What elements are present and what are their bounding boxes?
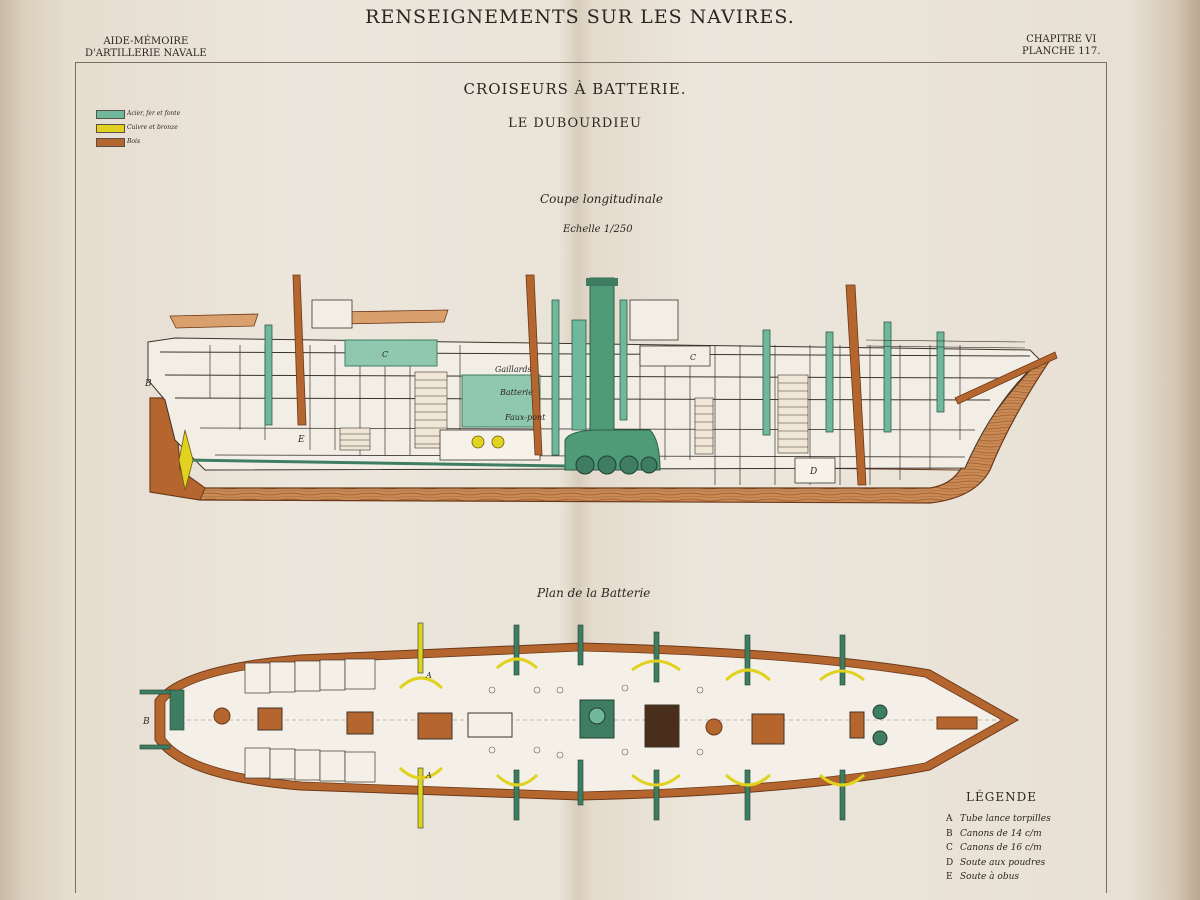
label-c-fore: C — [382, 350, 388, 359]
legend-key: D — [946, 857, 954, 868]
legend-item: E Soute à obus — [946, 870, 1051, 885]
legend-text: Canons de 16 c/m — [960, 843, 1042, 853]
longitudinal-section: D E B C C — [144, 274, 1058, 504]
legend-text: Canons de 14 c/m — [960, 828, 1042, 839]
deck-label-gaillards: Gaillards — [495, 365, 532, 374]
boat-aft — [169, 313, 259, 329]
legend-key: B — [946, 828, 953, 839]
gun-room-c-fore — [344, 339, 438, 367]
engine-wheels — [471, 435, 505, 449]
material-swatch-bronze — [96, 124, 125, 133]
main-title: RENSEIGNEMENTS SUR LES NAVIRES. — [365, 6, 795, 28]
label-b-plan: B — [142, 717, 150, 727]
material-swatch-steel — [96, 110, 125, 119]
boiler-machinery — [564, 277, 661, 475]
material-label-wood: Bois — [127, 138, 141, 145]
legend-item: C Canons de 16 c/m — [946, 841, 1051, 856]
legend-key: A — [946, 814, 953, 824]
material-swatch-wood — [96, 138, 125, 147]
bowsprit — [954, 351, 1058, 405]
bridge — [629, 299, 679, 341]
legend-text: Soute à obus — [960, 872, 1020, 882]
section-title-longitudinal: Coupe longitudinale — [540, 192, 663, 206]
guns-port — [417, 622, 846, 686]
header-left-line1: AIDE-MÉMOIRE — [103, 36, 189, 47]
propeller — [178, 429, 194, 491]
label-a-plan-top: A — [425, 671, 432, 680]
label-c-aft: C — [690, 353, 696, 362]
label-d-section: D — [809, 467, 817, 477]
header-right: CHAPITRE VI PLANCHE 117. — [1022, 34, 1100, 58]
header-left: AIDE-MÉMOIRE D'ARTILLERIE NAVALE — [85, 36, 207, 60]
material-label-bronze: Cuivre et bronze — [127, 124, 178, 131]
battery-plan: B — [139, 622, 1020, 829]
section-title-battery: Plan de la Batterie — [537, 586, 651, 600]
gun-arcs — [398, 657, 866, 787]
legend-key: E — [946, 872, 953, 882]
gun-room-c-aft — [639, 345, 711, 367]
legend-text: Tube lance torpilles — [960, 814, 1051, 824]
engine-room-box — [461, 374, 541, 428]
ship-name: LE DUBOURDIEU — [508, 116, 642, 131]
legend-text: Soute aux poudres — [960, 857, 1046, 868]
scale-label: Echelle 1/250 — [563, 224, 633, 235]
material-label-steel: Acier, fer et fonte — [127, 110, 181, 117]
legend-item: B Canons de 14 c/m — [946, 827, 1051, 842]
legend-title: LÉGENDE — [966, 790, 1037, 804]
header-right-line1: CHAPITRE VI — [1026, 34, 1097, 45]
label-e-section: E — [297, 435, 305, 445]
label-a-plan-bottom: A — [425, 771, 432, 780]
header-left-line2: D'ARTILLERIE NAVALE — [85, 48, 207, 59]
masts — [292, 274, 867, 486]
legend-key: C — [946, 843, 953, 853]
legend-item: A Tube lance torpilles — [946, 812, 1051, 827]
plate-subtitle: CROISEURS À BATTERIE. — [463, 80, 687, 98]
deck-label-faux-pont: Faux-pont — [505, 413, 546, 422]
label-b-section: B — [144, 379, 152, 389]
legend-item: D Soute aux poudres — [946, 856, 1051, 871]
guns-starboard — [417, 759, 846, 829]
deck-label-batterie: Batterie — [500, 388, 533, 397]
propeller-shaft — [184, 458, 566, 468]
ventilators — [264, 299, 945, 456]
plate-frame — [75, 62, 1107, 893]
magazine-d — [794, 457, 836, 484]
header-right-line2: PLANCHE 117. — [1022, 46, 1101, 57]
